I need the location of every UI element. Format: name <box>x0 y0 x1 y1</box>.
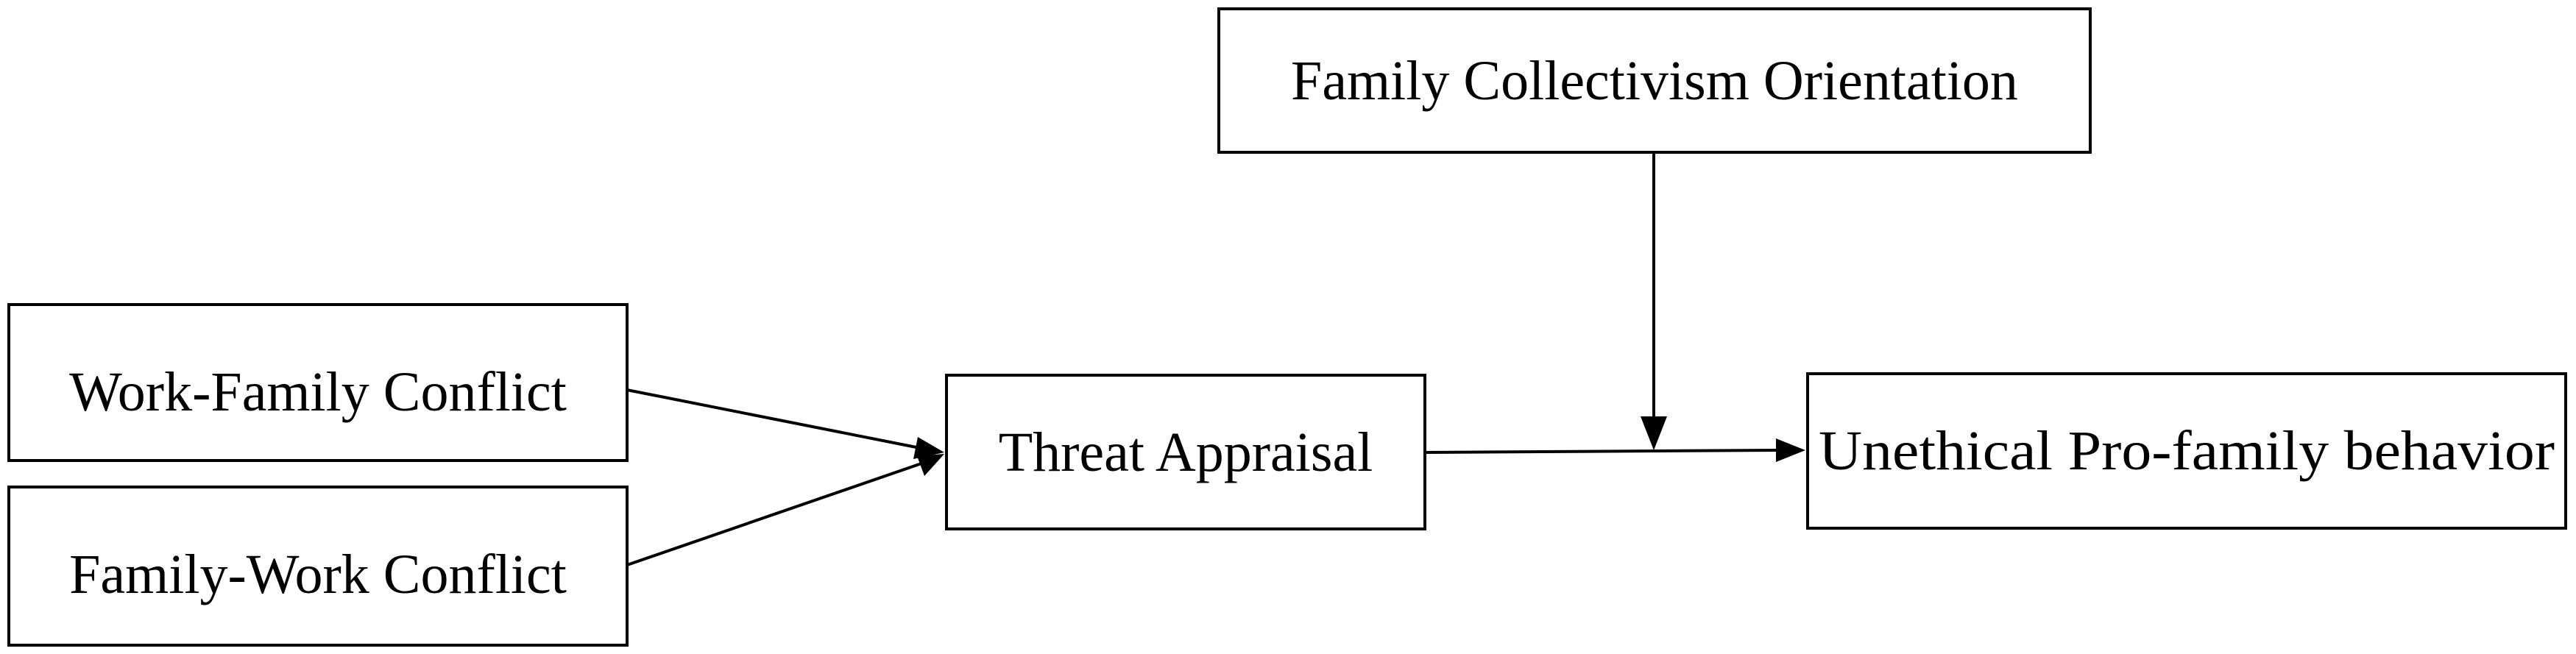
arrowhead-fwc-to-threat <box>917 454 944 476</box>
node-box-work-family-conflict <box>7 303 629 462</box>
node-unethical-behavior: Unethical Pro-family behavior <box>1806 372 2567 530</box>
arrowhead-collectivism-moderator <box>1641 416 1667 450</box>
node-label-family-work-conflict: Family-Work Conflict <box>69 544 567 605</box>
edge-threat-to-behavior <box>1424 449 1778 454</box>
arrowhead-threat-to-behavior <box>1776 438 1805 462</box>
node-family-collectivism: Family Collectivism Orientation <box>1217 7 2092 154</box>
node-box-family-collectivism <box>1217 7 2092 154</box>
node-label-threat-appraisal: Threat Appraisal <box>999 422 1373 483</box>
node-family-work-conflict: Family-Work Conflict <box>7 486 629 647</box>
node-box-unethical-behavior <box>1806 372 2567 530</box>
node-work-family-conflict: Work-Family Conflict <box>7 303 629 462</box>
node-threat-appraisal: Threat Appraisal <box>945 374 1426 530</box>
edge-wfc-to-threat <box>626 388 921 449</box>
node-label-unethical-behavior: Unethical Pro-family behavior <box>1819 420 2555 482</box>
edge-fwc-to-threat <box>626 462 922 566</box>
node-label-family-collectivism: Family Collectivism Orientation <box>1291 50 2018 112</box>
arrowhead-wfc-to-threat <box>913 437 944 459</box>
node-box-threat-appraisal <box>945 374 1426 530</box>
node-label-work-family-conflict: Work-Family Conflict <box>69 361 567 423</box>
edges <box>626 152 1805 566</box>
node-box-family-work-conflict <box>7 486 629 647</box>
